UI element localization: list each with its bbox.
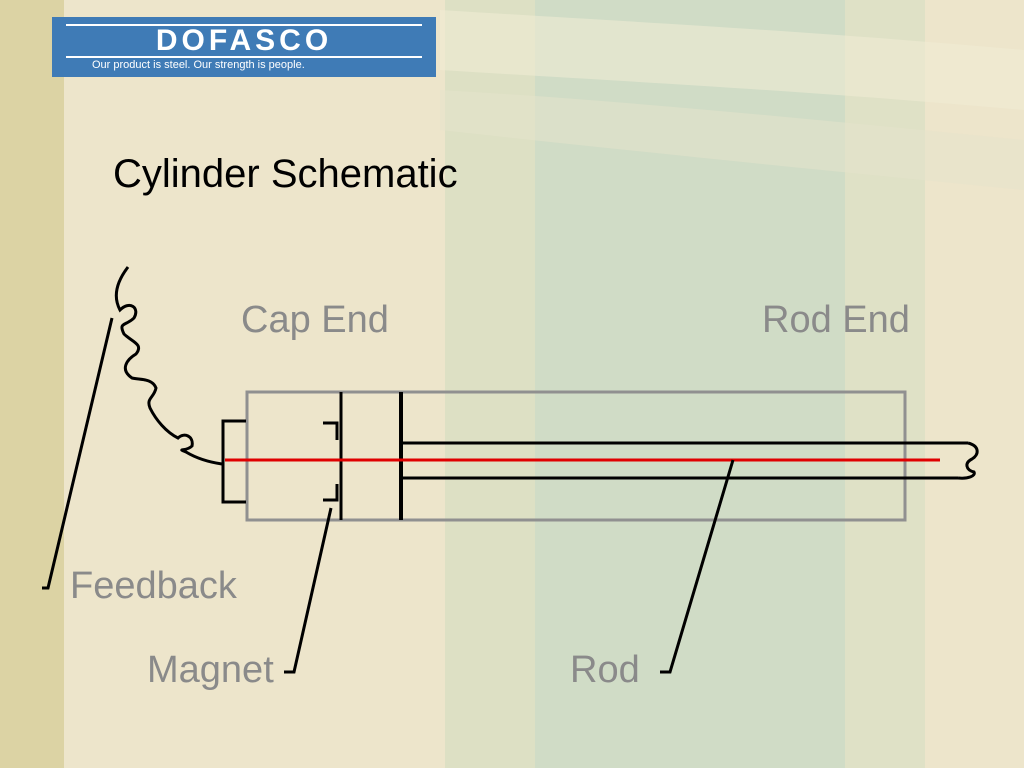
feedback-cable <box>114 266 223 466</box>
rod-leader <box>660 459 735 674</box>
cylinder-barrel <box>245 390 907 522</box>
slide-title: Cylinder Schematic <box>113 152 458 196</box>
feedback-leader <box>42 317 114 590</box>
rod-break <box>957 441 979 480</box>
magnet-bracket <box>323 421 339 502</box>
logo-rule-bottom <box>66 56 422 58</box>
rod-end-label: Rod End <box>762 299 910 341</box>
left-stripe <box>0 0 64 768</box>
logo-rule-top <box>66 24 422 26</box>
magnet-leader <box>284 507 333 674</box>
dofasco-logo: DOFASCO Our product is steel. Our streng… <box>52 17 436 77</box>
rod-label: Rod <box>570 649 640 691</box>
cap-end-label: Cap End <box>241 299 389 341</box>
magnet-label: Magnet <box>147 649 274 691</box>
cap-end-bracket <box>221 419 246 504</box>
logo-name: DOFASCO <box>155 24 333 57</box>
feedback-label: Feedback <box>70 565 237 607</box>
logo-tagline: Our product is steel. Our strength is pe… <box>92 59 305 71</box>
